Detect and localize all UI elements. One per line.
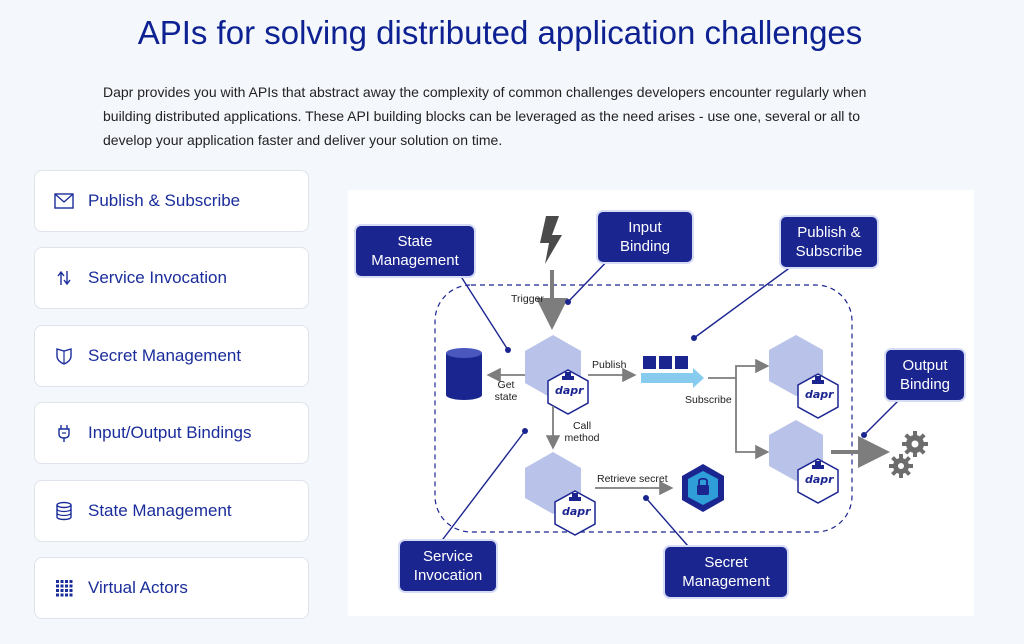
building-block-list: Publish & Subscribe Service Invocation S… <box>34 170 309 634</box>
card-state-management[interactable]: State Management <box>34 479 309 542</box>
database-shape <box>446 348 482 400</box>
card-label: Secret Management <box>88 345 242 365</box>
card-input-output-bindings[interactable]: Input/Output Bindings <box>34 402 309 465</box>
grid-icon <box>53 577 75 599</box>
intro-line: develop your application faster and deli… <box>103 132 503 148</box>
architecture-diagram: dapr dapr dapr dapr Trigger Publish Subs… <box>348 190 974 616</box>
trigger-label: Trigger <box>511 293 544 305</box>
callout-line: Service <box>422 548 473 565</box>
callout-line: Binding <box>899 376 951 393</box>
connector-line <box>863 397 902 436</box>
callout-line: Secret <box>704 554 748 571</box>
queue-arrow <box>641 368 704 388</box>
callout-line: Output <box>902 357 948 374</box>
callout-line: State <box>397 233 433 250</box>
callout-line: Publish & <box>797 224 861 241</box>
card-label: Publish & Subscribe <box>88 191 241 210</box>
card-service-invocation[interactable]: Service Invocation <box>34 247 309 310</box>
dapr-label: dapr <box>805 473 834 486</box>
arrows-exchange-icon <box>53 267 75 289</box>
connector-line <box>645 497 689 547</box>
intro-line: building distributed applications. These… <box>103 108 860 124</box>
intro-line: Dapr provides you with APIs that abstrac… <box>103 84 867 100</box>
callout-line: Management <box>682 573 770 590</box>
subscribe-label: Subscribe <box>685 394 732 406</box>
queue-block <box>675 356 688 369</box>
app-hexagon-subscriber-top <box>769 335 839 419</box>
callout-input-binding: Input Binding <box>598 212 692 262</box>
queue-block <box>643 356 656 369</box>
dapr-label: dapr <box>562 505 591 518</box>
app-boundary <box>434 284 853 533</box>
plug-icon <box>53 422 75 444</box>
card-publish-subscribe[interactable]: Publish & Subscribe <box>34 170 309 232</box>
connector-line <box>693 257 804 339</box>
callout-output-binding: Output Binding <box>886 350 964 400</box>
lightning-icon <box>540 216 562 264</box>
queue-block <box>659 356 672 369</box>
database-icon <box>53 500 75 522</box>
subscribe-branch <box>708 358 770 379</box>
dapr-label: dapr <box>555 384 584 397</box>
retrieve-secret-label: Retrieve secret <box>597 473 668 485</box>
card-label: Virtual Actors <box>88 577 188 597</box>
connector-line <box>452 263 509 351</box>
call-method-line: method <box>564 432 600 444</box>
card-label: Input/Output Bindings <box>88 423 252 443</box>
call-method-line: Call <box>572 420 592 432</box>
get-state-line: state <box>494 391 518 403</box>
shield-icon <box>53 345 75 367</box>
intro-text: Dapr provides you with APIs that abstrac… <box>103 80 893 152</box>
page-title: APIs for solving distributed application… <box>137 14 863 51</box>
call-method-label: Call method <box>560 420 604 444</box>
app-hexagon-service <box>525 452 596 536</box>
callout-line: Management <box>371 252 459 269</box>
get-state-label: Get state <box>492 379 520 403</box>
connector-line <box>567 254 614 303</box>
card-virtual-actors[interactable]: Virtual Actors <box>34 556 309 619</box>
connector-line <box>439 430 526 544</box>
callout-line: Binding <box>619 238 671 255</box>
card-label: Service Invocation <box>88 268 227 288</box>
callout-line: Subscribe <box>795 243 863 260</box>
card-secret-management[interactable]: Secret Management <box>34 324 309 387</box>
get-state-line: Get <box>497 379 515 391</box>
secret-store-icon <box>682 464 724 512</box>
callout-line: Invocation <box>413 567 483 584</box>
publish-label: Publish <box>592 359 627 371</box>
app-hexagon-main <box>525 335 589 415</box>
callout-line: Input <box>628 219 662 236</box>
dapr-label: dapr <box>805 388 834 401</box>
diagram-graphics <box>434 216 928 547</box>
callout-state-management: State Management <box>356 226 474 276</box>
app-hexagon-subscriber-bottom <box>769 420 839 504</box>
callout-publish-subscribe: Publish & Subscribe <box>781 217 877 267</box>
callout-secret-management: Secret Management <box>665 547 787 597</box>
subscribe-branch <box>735 378 770 460</box>
callout-service-invocation: Service Invocation <box>400 541 496 591</box>
card-label: State Management <box>88 500 232 520</box>
envelope-icon <box>53 190 75 212</box>
gears-icon <box>889 431 928 478</box>
